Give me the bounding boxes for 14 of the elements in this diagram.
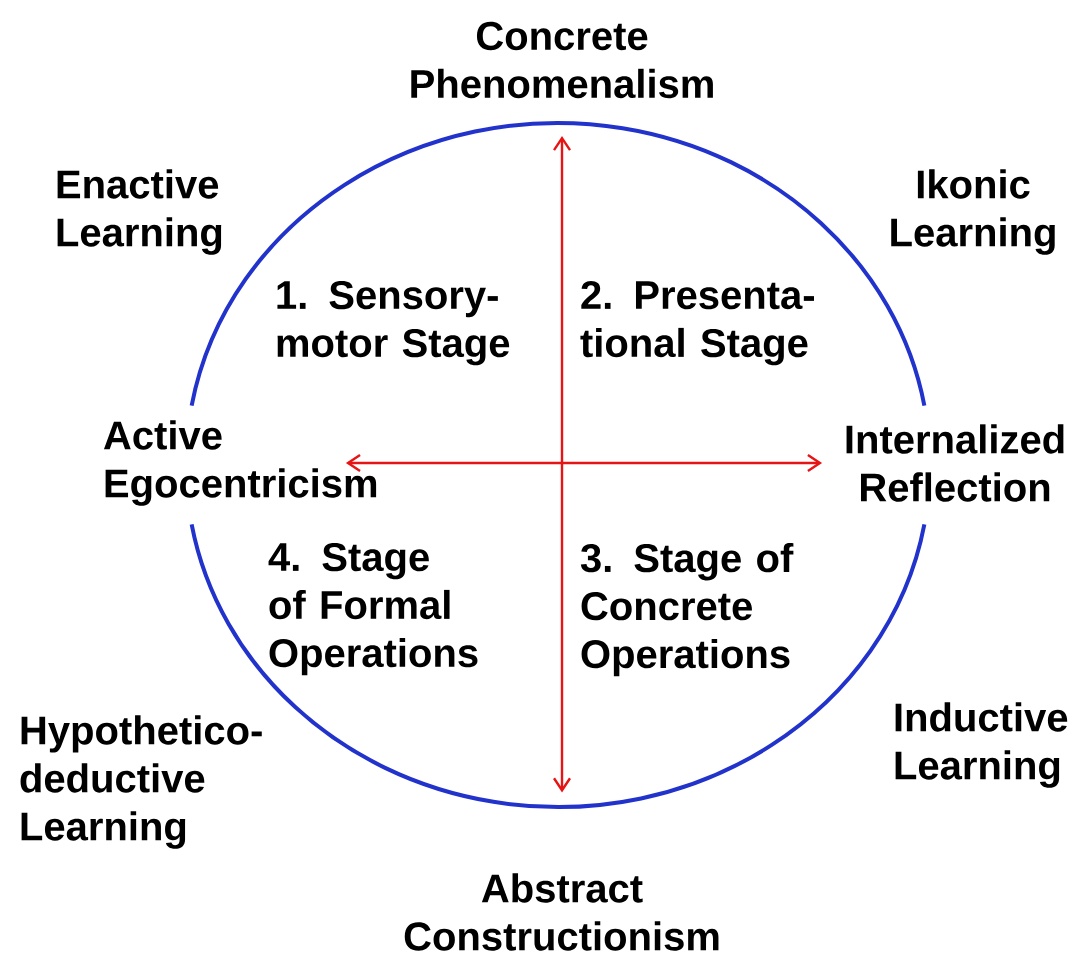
region-label: Inductive Learning — [895, 702, 1068, 788]
axis-label: Concrete Phenomenalism — [411, 21, 713, 99]
stage-label: 2. Presenta-tional Stage — [580, 280, 814, 366]
axis-label: Internalized Reflection — [846, 424, 1064, 502]
stage-label: 1. Sensory-motor Stage — [277, 280, 510, 366]
stage-label: 4. Stage of Formal Operations — [268, 542, 478, 676]
region-label: Ikonic Learning — [891, 169, 1055, 255]
axis-label: Abstract Constructionism — [404, 873, 719, 951]
region-label: Hypothetico-deductive Learning — [20, 715, 262, 849]
arrow — [553, 136, 571, 793]
region-label: Enactive Learning — [57, 169, 222, 255]
axis-label: Active Egocentricism — [103, 420, 377, 506]
arrow — [345, 454, 823, 472]
stage-label: 3. Stage of Concrete Operations — [580, 542, 794, 677]
